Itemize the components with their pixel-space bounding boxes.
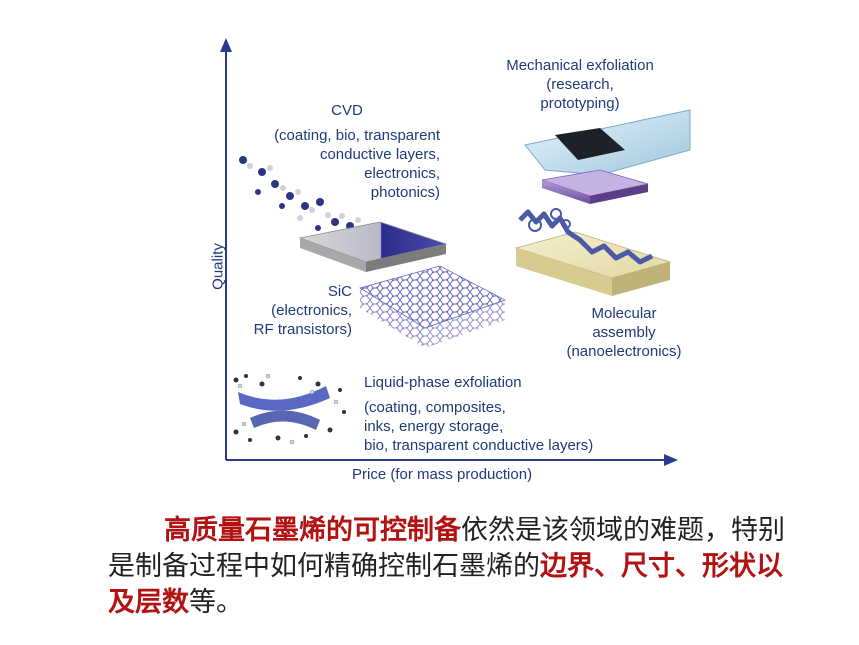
cvd-substrate-front — [300, 238, 366, 272]
liquid-phase-illustration — [233, 373, 346, 445]
method-molecular-name: Molecular — [591, 305, 657, 322]
mech-substrate-front — [542, 180, 590, 204]
mechanical-exfoliation-illustration — [524, 109, 691, 204]
method-sic-name: SiC — [327, 283, 352, 300]
x-axis-arrow-icon — [664, 454, 678, 466]
method-mechanical-label: Mechanical exfoliation (research, protot… — [494, 56, 666, 113]
caption-highlight-1: 高质量石墨烯的可控制备 — [164, 515, 461, 546]
graphite-flake-icon — [555, 128, 625, 160]
method-liquid-label: Liquid-phase exfoliation — [364, 373, 522, 392]
cvd-illustration — [239, 156, 448, 272]
method-molecular-label: Molecular assembly (nanoelectronics) — [550, 304, 698, 361]
flake-icon — [238, 386, 330, 411]
caption-paragraph: 高质量石墨烯的可控制备依然是该领域的难题，特别是制备过程中如何精确控制石墨烯的边… — [108, 513, 808, 621]
solvent-molecules — [233, 374, 346, 442]
method-sic-label: SiC (electronics, RF transistors) — [234, 282, 352, 339]
molecular-assembly-illustration — [514, 208, 672, 296]
sic-lattice-front — [360, 288, 425, 348]
method-liquid-name: Liquid-phase exfoliation — [364, 374, 522, 391]
molecular-substrate-side — [612, 262, 670, 296]
caption-highlight-2: 边界、尺寸、形状以及层数 — [108, 551, 783, 618]
method-cvd-label: CVD — [256, 101, 438, 120]
molecular-substrate-front — [516, 248, 612, 296]
sic-lattice-side — [425, 300, 505, 348]
graphene-methods-diagram — [220, 38, 691, 466]
caption-text-2: 等。 — [189, 587, 243, 618]
method-cvd-name: CVD — [331, 102, 363, 119]
molecule-chain-icon — [518, 209, 654, 265]
y-axis-label: Quality — [209, 243, 227, 290]
axes — [220, 38, 678, 466]
cvd-substrate-side — [366, 244, 446, 272]
method-cvd-detail: (coating, bio, transparent conductive la… — [274, 127, 440, 201]
caption-text-1: 依然是该领域的难题，特别是制备过程中如何精确控制石墨烯的 — [108, 515, 785, 582]
x-axis-label: Price (for mass production) — [352, 466, 533, 483]
mech-substrate-side — [590, 184, 648, 204]
method-mechanical-name: Mechanical exfoliation — [506, 57, 654, 74]
method-liquid-detail: (coating, composites, inks, energy stora… — [364, 399, 594, 454]
sic-illustration — [359, 265, 507, 348]
y-axis-arrow-icon — [220, 38, 232, 52]
